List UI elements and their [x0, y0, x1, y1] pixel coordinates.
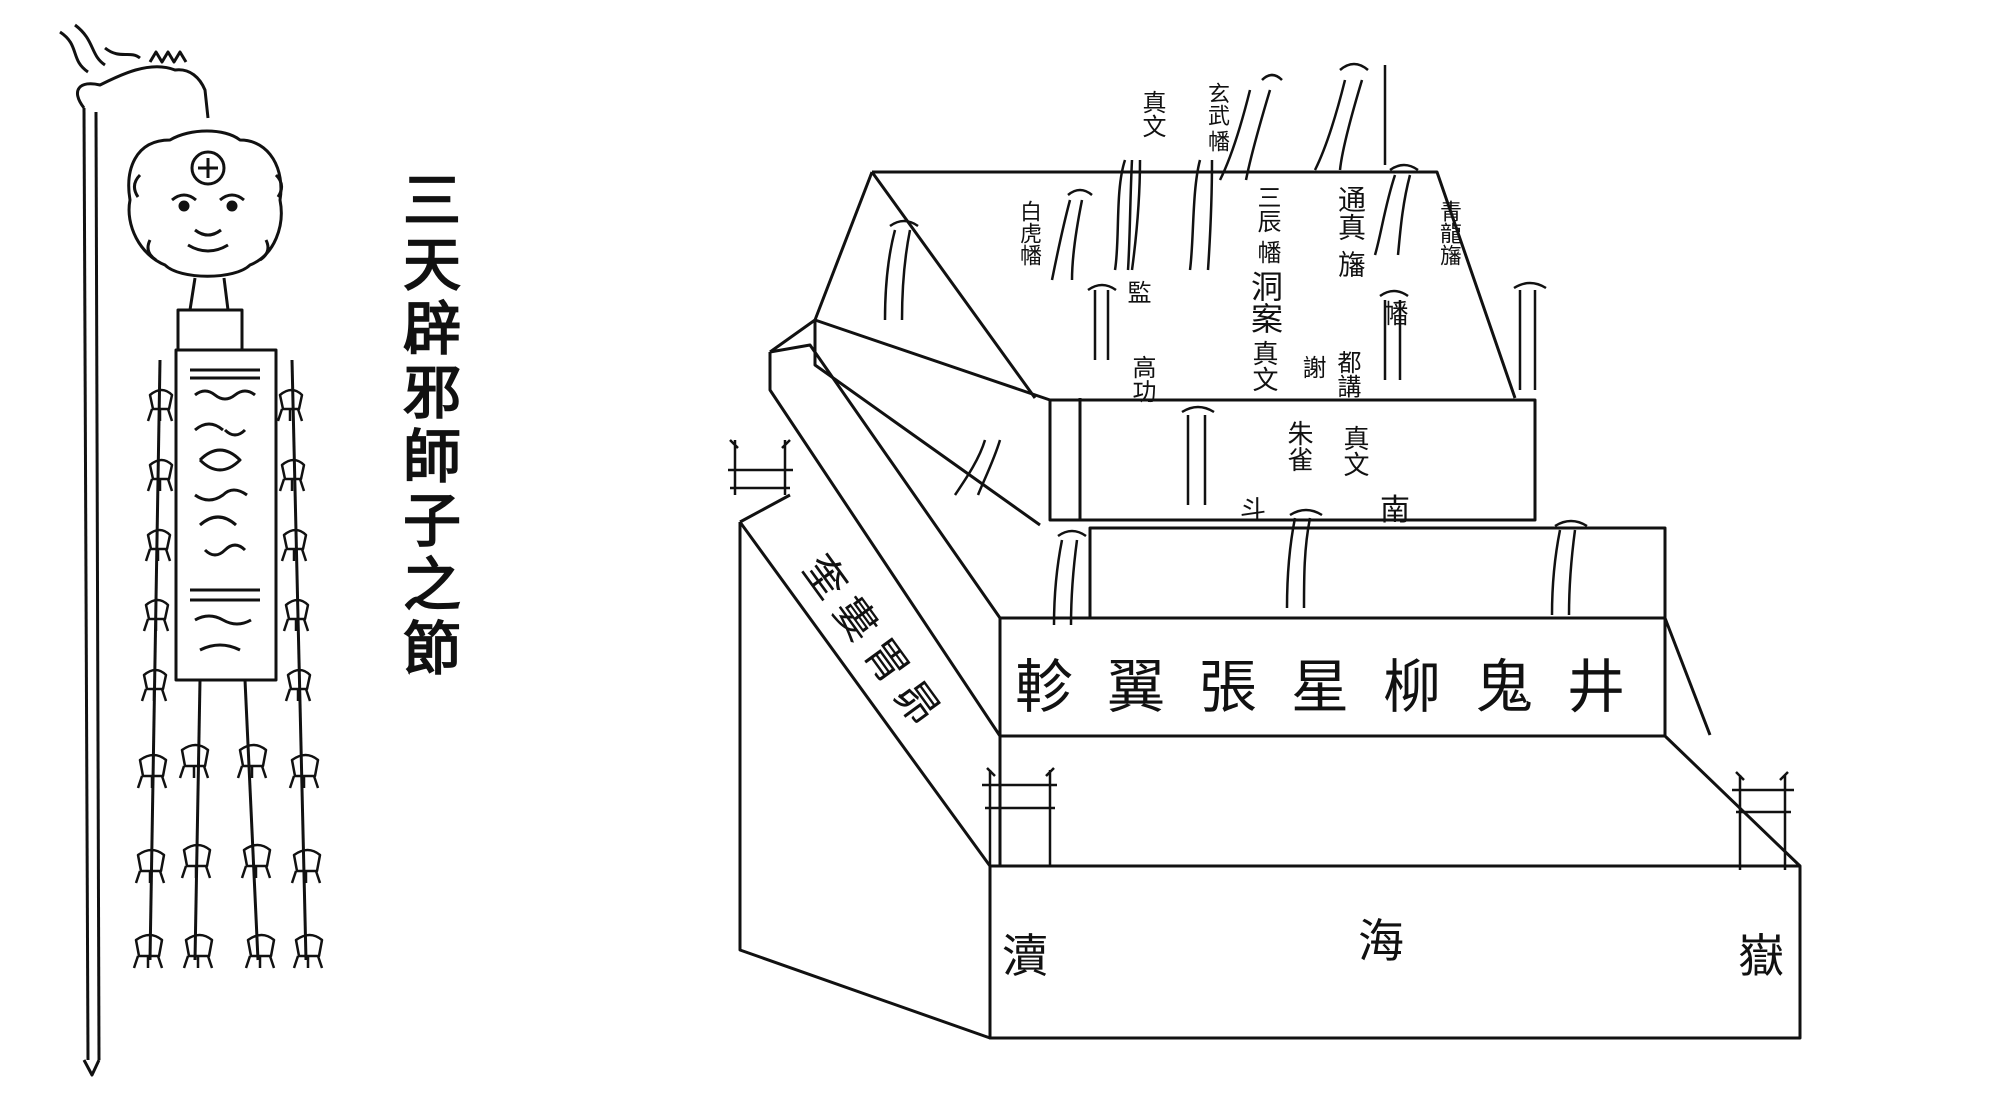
banner-label-13: 謝	[1298, 355, 1326, 379]
lunar-mansions-front: 軫翼張星柳鬼井	[1015, 653, 1660, 721]
tassel-ornaments	[132, 388, 324, 969]
caption-vertical: 三天辟邪師子之節	[393, 170, 461, 682]
banner-label-8: 三辰	[1253, 185, 1281, 233]
banner-label-12: 幡	[1378, 300, 1408, 326]
banner-label-6: 青龍旛	[1436, 200, 1461, 266]
banner-label-10: 洞案	[1246, 270, 1284, 334]
banner-label-3: 幡	[1204, 130, 1229, 152]
altar-lowest-tier	[738, 493, 1802, 1040]
banner-label-9: 幡	[1253, 240, 1281, 264]
hanging-banners	[883, 62, 1588, 626]
banner-label-11: 真文	[1248, 340, 1278, 392]
corner-posts	[728, 439, 1794, 870]
banner-label-1: 真文	[1138, 90, 1166, 138]
label-zhuque: 朱雀	[1283, 420, 1313, 472]
label-nan: 南	[1380, 493, 1410, 528]
banner-label-4: 通真	[1334, 185, 1367, 241]
talisman-plaque	[174, 308, 278, 682]
banner-label-2: 玄武	[1204, 82, 1229, 126]
staff-illustration	[59, 23, 324, 1077]
label-yue: 嶽	[1738, 929, 1784, 983]
label-dou: 斗	[1240, 496, 1267, 526]
label-zhenwen: 真文	[1339, 425, 1369, 477]
banner-label-7: 白虎幡	[1016, 200, 1041, 266]
banner-label-14: 高功	[1128, 355, 1156, 403]
label-du: 瀆	[1002, 929, 1048, 983]
dragon-head-icon	[76, 65, 210, 119]
label-hai: 海	[1358, 914, 1404, 968]
banner-label-15: 都講	[1333, 350, 1361, 398]
altar-illustration	[728, 62, 1802, 1040]
altar-middle-tier	[768, 343, 1712, 738]
altar-top-tier	[813, 170, 1517, 520]
banner-label-5: 旛	[1334, 250, 1367, 278]
altar-upper-tier	[769, 318, 1537, 527]
staff-pole	[82, 107, 90, 1061]
banner-label-16: 監	[1123, 280, 1151, 304]
lion-head-icon	[127, 129, 283, 278]
